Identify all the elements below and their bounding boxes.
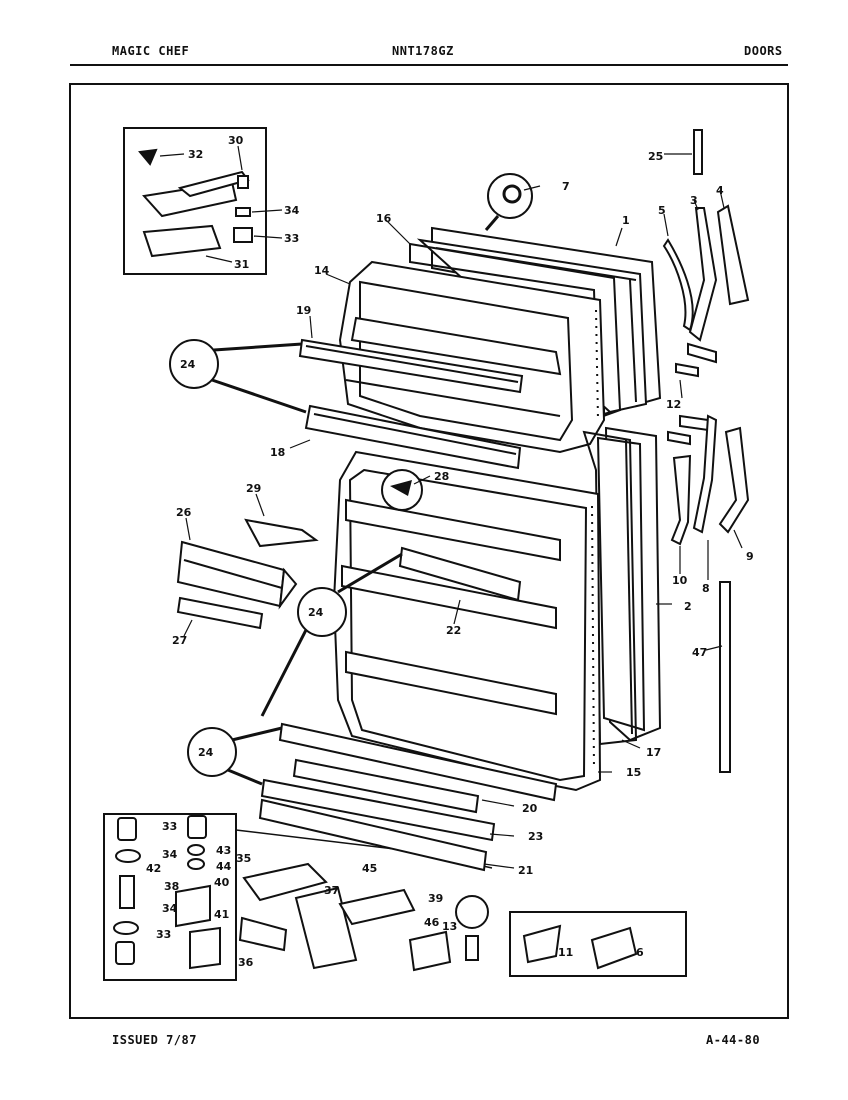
callout-25: 25 [648, 150, 663, 163]
plug-icon [502, 184, 522, 204]
callout-33: 33 [284, 232, 299, 245]
handle-cap-parts [522, 924, 638, 970]
callout-31: 31 [234, 258, 249, 271]
callout-6: 6 [636, 946, 644, 959]
callout-20: 20 [522, 802, 538, 815]
callout-38: 38 [164, 880, 179, 893]
callout-41: 41 [214, 908, 229, 921]
callout-19: 19 [296, 304, 311, 317]
hinge-inset-box [123, 127, 267, 275]
divider-clip-icon [390, 480, 412, 496]
detail-circle-connectors [211, 342, 403, 786]
callout-12: 12 [666, 398, 681, 411]
callout-8: 8 [702, 582, 710, 595]
bottom-shelf-bars [258, 722, 558, 872]
crisper-handle [176, 518, 319, 630]
callout-22: 22 [446, 624, 461, 637]
callout-34-lower: 34 [162, 902, 178, 915]
callout-35: 35 [236, 852, 251, 865]
callout-46: 46 [424, 916, 440, 929]
callout-24-bottom: 24 [198, 746, 214, 759]
shelf-bar-detail-circles [169, 339, 347, 777]
callout-34: 34 [284, 204, 300, 217]
callout-16: 16 [376, 212, 392, 225]
callout-37: 37 [324, 884, 339, 897]
lower-hinge-parts [238, 862, 489, 972]
door-shelf-bar [398, 546, 522, 602]
callout-23: 23 [528, 830, 543, 843]
fresh-food-gasket [582, 430, 638, 746]
callout-43: 43 [216, 844, 231, 857]
diagram-frame [69, 83, 789, 1019]
fresh-food-inner-liner [332, 450, 602, 792]
callout-26: 26 [176, 506, 192, 519]
callout-21: 21 [518, 864, 533, 877]
callout-3: 3 [690, 194, 698, 207]
section-title: DOORS [744, 44, 783, 58]
callout-27: 27 [172, 634, 187, 647]
callout-40: 40 [214, 876, 230, 889]
leader-lines [159, 145, 743, 869]
freezer-inner-liner [338, 260, 606, 454]
freezer-shelf-bar [298, 338, 524, 394]
callout-34-inset: 34 [162, 848, 178, 861]
fresh-food-door-panel [596, 426, 662, 742]
callout-9: 9 [746, 550, 754, 563]
callout-24-middle: 24 [308, 606, 324, 619]
handle-plug-circle [487, 173, 533, 219]
callout-4: 4 [716, 184, 724, 197]
callout-17: 17 [646, 746, 661, 759]
callout-39: 39 [428, 892, 443, 905]
callout-42: 42 [146, 862, 161, 875]
callout-47: 47 [692, 646, 707, 659]
callout-32: 32 [188, 148, 203, 161]
hinge-and-trim-parts [662, 129, 750, 773]
freezer-bottom-bar [304, 404, 522, 470]
hardware-inset-box [103, 813, 237, 981]
callout-10: 10 [672, 574, 688, 587]
callout-15: 15 [626, 766, 641, 779]
model-number: NNT178GZ [392, 44, 454, 58]
handle-cap-inset-box [509, 911, 687, 977]
callout-36: 36 [238, 956, 254, 969]
issued-date: ISSUED 7/87 [112, 1033, 197, 1047]
callout-5: 5 [658, 204, 666, 217]
callout-11: 11 [558, 946, 573, 959]
brand-title: MAGIC CHEF [112, 44, 190, 58]
callout-1: 1 [622, 214, 630, 227]
hardware-inset-parts [113, 815, 221, 970]
callout-33-lower: 33 [156, 928, 171, 941]
callout-33-inset: 33 [162, 820, 177, 833]
callout-18: 18 [270, 446, 285, 459]
plug-leader [484, 215, 500, 231]
callout-30: 30 [228, 134, 244, 147]
callout-7: 7 [562, 180, 570, 193]
callout-24-top: 24 [180, 358, 196, 371]
callout-2: 2 [684, 600, 692, 613]
header-rule [70, 64, 788, 66]
callout-44: 44 [216, 860, 232, 873]
callout-28: 28 [434, 470, 449, 483]
callout-13: 13 [442, 920, 457, 933]
page-code: A-44-80 [706, 1033, 761, 1047]
callout-14: 14 [314, 264, 330, 277]
callout-45: 45 [362, 862, 377, 875]
hinge-inset-parts [138, 148, 253, 258]
callout-29: 29 [246, 482, 261, 495]
